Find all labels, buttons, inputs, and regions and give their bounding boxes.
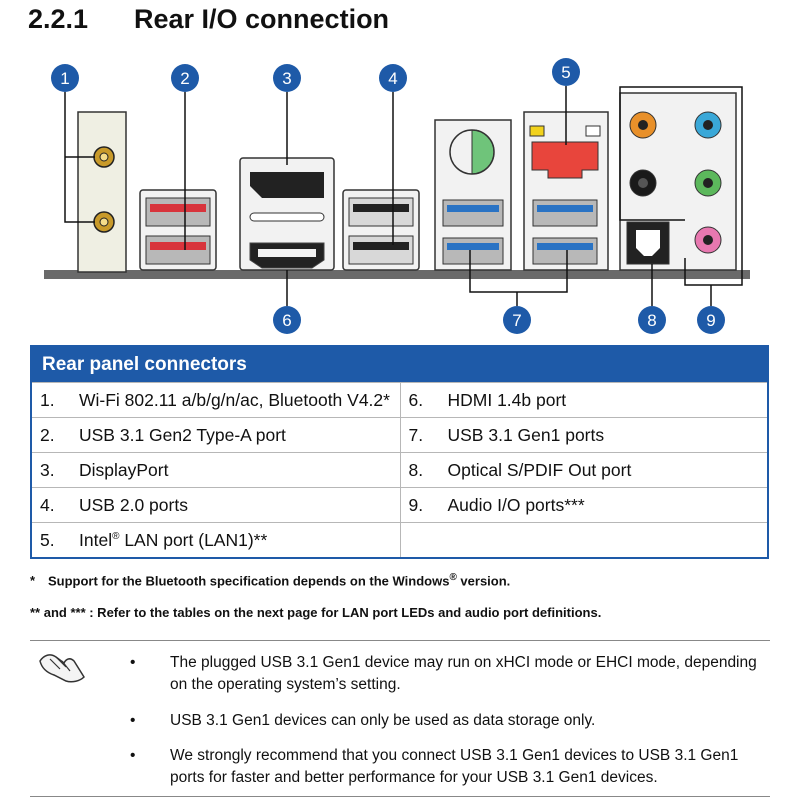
item-number: 6.: [408, 389, 424, 410]
callout-2: 2: [171, 64, 199, 92]
item-label: USB 3.1 Gen2 Type-A port: [79, 424, 286, 445]
item-number: 1.: [40, 389, 55, 410]
callout-6: 6: [273, 306, 301, 334]
item-number: 8.: [408, 459, 424, 480]
footnote-bluetooth: *Support for the Bluetooth specification…: [30, 572, 511, 589]
note-item: •We strongly recommend that you connect …: [130, 747, 739, 786]
table-header: Rear panel connectors: [32, 347, 767, 382]
table-row: 5. Intel® LAN port (LAN1)**: [32, 522, 767, 557]
table-row: 2. USB 3.1 Gen2 Type-A port 7. USB 3.1 Gen…: [32, 417, 767, 452]
table-cell: 4. USB 2.0 ports: [32, 488, 400, 522]
item-label: DisplayPort: [79, 459, 169, 480]
footnote-lan-audio: ** and *** : Refer to the tables on the …: [30, 605, 602, 620]
item-label: USB 2.0 ports: [79, 494, 188, 515]
callout-4: 4: [379, 64, 407, 92]
item-number: 7.: [408, 424, 424, 445]
item-number: 4.: [40, 494, 55, 515]
item-label: Intel® LAN port (LAN1)**: [79, 529, 268, 550]
table-row: 3. DisplayPort 8. Optical S/PDIF Out port: [32, 452, 767, 487]
svg-text:7: 7: [512, 311, 521, 330]
item-label: Audio I/O ports***: [447, 494, 585, 515]
section-number: 2.2.1: [28, 4, 89, 34]
audio-io-block: [619, 92, 737, 271]
callout-5: 5: [552, 58, 580, 86]
wifi-antenna-connectors: [77, 111, 127, 273]
item-label: USB 3.1 Gen1 ports: [447, 424, 605, 445]
table-cell: 7. USB 3.1 Gen1 ports: [399, 418, 768, 452]
table-row: 4. USB 2.0 ports 9. Audio I/O ports***: [32, 487, 767, 522]
item-label: HDMI 1.4b port: [447, 389, 567, 410]
table-cell: 1. Wi-Fi 802.11 a/b/g/n/ac, Bluetooth V4.…: [32, 383, 400, 417]
hand-note-icon: [39, 654, 85, 683]
table-cell: 9. Audio I/O ports***: [399, 488, 768, 522]
svg-text:4: 4: [388, 69, 397, 88]
svg-text:1: 1: [60, 69, 69, 88]
item-number: 2.: [40, 424, 55, 445]
table-cell: 3. DisplayPort: [32, 453, 400, 487]
table-cell: 2. USB 3.1 Gen2 Type-A port: [32, 418, 400, 452]
rear-panel-connectors-table: Rear panel connectors 1. Wi-Fi 802.11 a/b…: [30, 345, 769, 559]
callout-7: 7: [503, 306, 531, 334]
item-number: 9.: [408, 494, 424, 515]
callout-3: 3: [273, 64, 301, 92]
note-item: •The plugged USB 3.1 Gen1 device may run…: [130, 654, 757, 693]
table-cell: 8. Optical S/PDIF Out port: [399, 453, 768, 487]
table-cell: [399, 523, 768, 557]
item-number: 3.: [40, 459, 55, 480]
table-row: 1. Wi-Fi 802.11 a/b/g/n/ac, Bluetooth V4.…: [32, 382, 767, 417]
callout-8: 8: [638, 306, 666, 334]
section-heading: 2.2.1 Rear I/O connection: [28, 4, 389, 35]
table-cell: 5. Intel® LAN port (LAN1)**: [32, 523, 400, 557]
notes-box: •The plugged USB 3.1 Gen1 device may run…: [30, 640, 770, 797]
rear-io-diagram: 1 2 3 4 5 6 7 8 9: [44, 58, 750, 334]
callout-1: 1: [51, 64, 79, 92]
ps2-usb31-gen1-block: [434, 119, 512, 271]
item-label: Optical S/PDIF Out port: [447, 459, 632, 480]
svg-text:8: 8: [647, 311, 656, 330]
note-item: •USB 3.1 Gen1 devices can only be used a…: [130, 712, 596, 729]
section-title: Rear I/O connection: [134, 4, 390, 34]
item-label: Wi-Fi 802.11 a/b/g/n/ac, Bluetooth V4.2*: [79, 389, 390, 410]
table-cell: 6. HDMI 1.4b port: [399, 383, 768, 417]
displayport-hdmi-block: [239, 157, 335, 271]
callout-9: 9: [697, 306, 725, 334]
svg-text:6: 6: [282, 311, 291, 330]
svg-text:5: 5: [561, 63, 570, 82]
usb31-gen2-ports: [139, 189, 217, 271]
svg-text:2: 2: [180, 69, 189, 88]
svg-text:9: 9: [706, 311, 715, 330]
svg-text:3: 3: [282, 69, 291, 88]
item-number: 5.: [40, 529, 55, 550]
leader-lines: [64, 86, 743, 306]
board-edge: [44, 270, 750, 279]
usb20-ports: [342, 189, 420, 271]
